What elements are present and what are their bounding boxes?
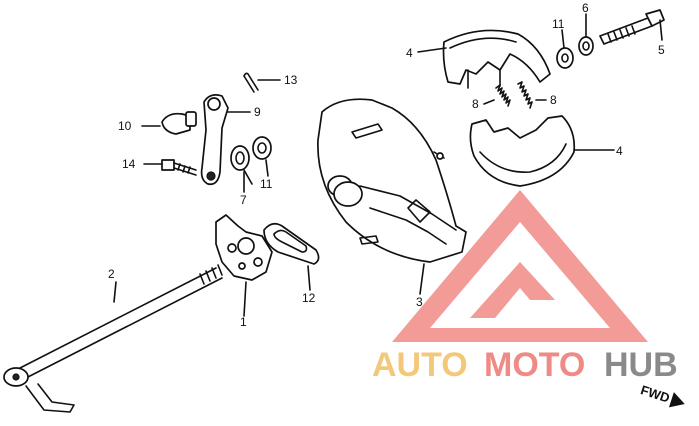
leader-lines <box>113 13 663 317</box>
fwd-arrow-icon <box>668 392 685 408</box>
watermark-text-auto: AUTO <box>372 346 468 384</box>
callout-11-upper: 11 <box>552 17 565 31</box>
part-1-brake-arm <box>215 214 273 281</box>
fwd-label: FWD <box>639 382 672 405</box>
callout-14: 14 <box>122 157 136 171</box>
part-8-spring-right <box>517 81 533 109</box>
callout-4-lower: 4 <box>616 144 623 158</box>
watermark-text: AUTO MOTO HUB <box>372 346 678 384</box>
part-7-spring-washer <box>230 145 253 185</box>
callout-7: 7 <box>240 193 247 207</box>
callout-8-right: 8 <box>550 93 557 107</box>
part-5-adjust-bolt <box>599 9 665 45</box>
callout-4-upper: 4 <box>406 46 413 60</box>
watermark-text-moto: MOTO <box>484 346 585 384</box>
part-11-washer-lower <box>252 136 272 160</box>
callout-9: 9 <box>254 105 261 119</box>
part-2-brake-rod <box>3 264 223 413</box>
callout-1: 1 <box>240 315 247 329</box>
part-8-spring-left <box>495 84 511 107</box>
forward-direction-indicator: FWD <box>639 382 685 408</box>
callout-13: 13 <box>284 73 298 87</box>
part-10-cam-pin <box>161 111 197 135</box>
part-4-brake-shoe-lower <box>469 115 576 187</box>
callout-5: 5 <box>658 43 665 57</box>
part-9-cam-lever <box>200 94 229 186</box>
part-13-cotter-pin <box>243 72 259 93</box>
part-4-brake-shoe-upper <box>442 29 551 89</box>
part-11-washer-upper <box>556 47 574 69</box>
callout-11-lower: 11 <box>260 177 273 191</box>
callout-8-left: 8 <box>472 97 479 111</box>
part-6-collar <box>578 36 594 56</box>
part-3-brake-panel <box>317 98 467 263</box>
watermark-text-hub: HUB <box>604 346 678 384</box>
callout-12: 12 <box>302 291 316 305</box>
watermark-logo <box>392 190 648 342</box>
part-12-link-plate <box>263 222 320 265</box>
part-14-bolt <box>161 159 197 176</box>
callout-3: 3 <box>416 295 423 309</box>
callout-2: 2 <box>108 267 115 281</box>
callout-6: 6 <box>582 1 589 15</box>
callout-10: 10 <box>118 119 132 133</box>
